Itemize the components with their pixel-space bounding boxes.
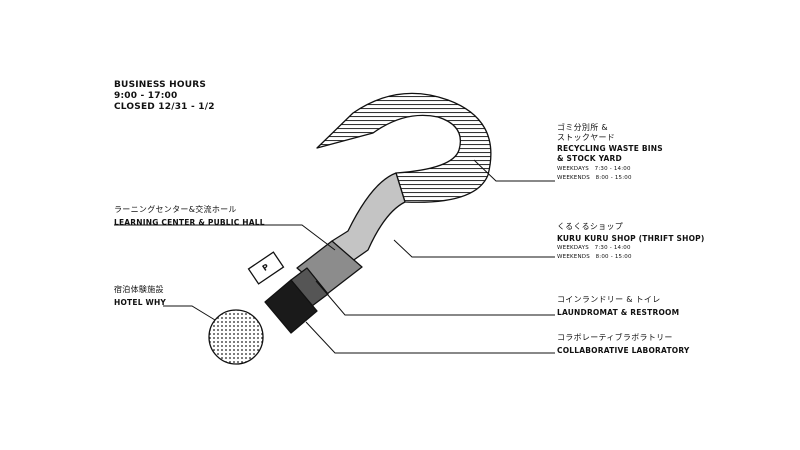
business-hours-title: BUSINESS HOURS <box>114 80 207 90</box>
kuru-kuru-weekdays: WEEKDAYS 7:30 - 14:00 <box>557 245 631 251</box>
leader-line-kuru-kuru <box>393 239 555 258</box>
leader-line-laundromat <box>315 280 555 316</box>
recycling-en-line1: RECYCLING WASTE BINS <box>557 144 663 153</box>
recycling-jp-line1: ゴミ分別所 & <box>557 123 608 132</box>
learning-center-en: LEARNING CENTER & PUBLIC HALL <box>114 218 265 227</box>
business-hours-time: 9:00 - 17:00 <box>114 91 178 101</box>
hotel-why-area <box>208 309 264 365</box>
learning-center-jp: ラーニングセンター&交流ホール <box>114 205 237 214</box>
business-hours-closed: CLOSED 12/31 - 1/2 <box>114 102 215 112</box>
parking-box <box>247 251 285 285</box>
recycling-jp-line2: ストックヤード <box>557 133 616 142</box>
recycling-en-line2: & STOCK YARD <box>557 154 622 163</box>
recycling-weekends: WEEKENDS 8:00 - 15:00 <box>557 175 632 181</box>
leader-line-laboratory <box>305 321 555 354</box>
hotel-en: HOTEL WHY <box>114 298 167 307</box>
laundromat-en: LAUNDROMAT & RESTROOM <box>557 308 680 317</box>
kuru-kuru-weekends: WEEKENDS 8:00 - 15:00 <box>557 254 632 260</box>
leader-line-hotel <box>163 305 216 321</box>
laboratory-en: COLLABORATIVE LABORATORY <box>557 346 690 355</box>
laboratory-jp: コラボレーティブラボラトリー <box>557 333 673 342</box>
leader-line-recycling <box>473 159 555 182</box>
kuru-kuru-en: KURU KURU SHOP (THRIFT SHOP) <box>557 234 705 243</box>
recycling-stockyard-area <box>316 92 492 203</box>
leader-line-learning-center <box>114 224 336 251</box>
kuru-kuru-jp: くるくるショップ <box>557 222 624 231</box>
recycling-weekdays: WEEKDAYS 7:30 - 14:00 <box>557 166 631 172</box>
hotel-jp: 宿泊体験施設 <box>114 285 164 294</box>
business-hours: BUSINESS HOURS 9:00 - 17:00 CLOSED 12/31… <box>114 80 215 113</box>
laboratory-area <box>264 279 318 334</box>
laundromat-jp: コインランドリー & トイレ <box>557 295 661 304</box>
